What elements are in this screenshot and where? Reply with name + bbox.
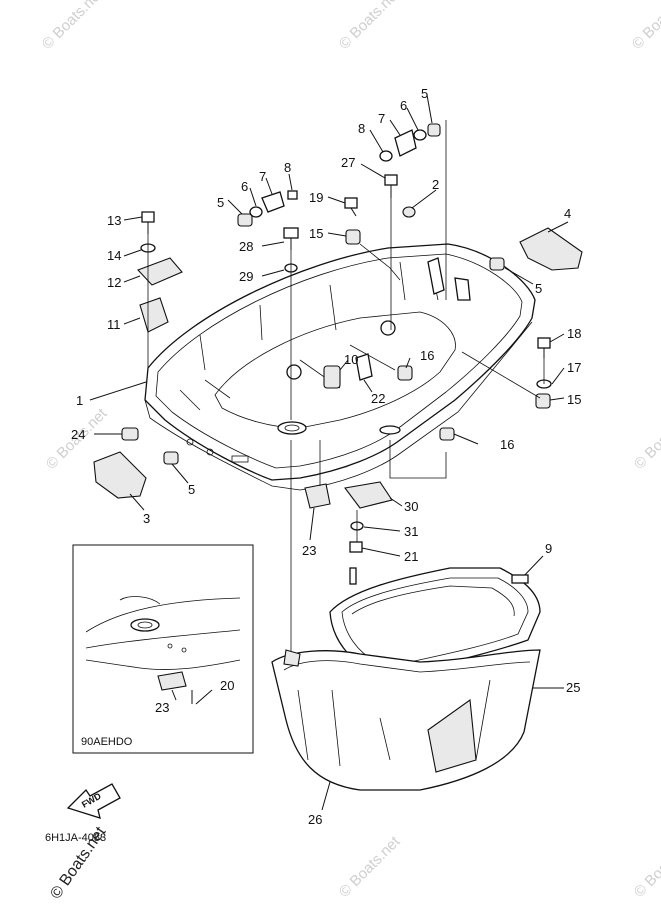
watermark: © Boats.net xyxy=(629,0,661,53)
callout-4: 4 xyxy=(564,206,571,221)
callout-19: 19 xyxy=(309,190,323,205)
watermark: © Boats.net xyxy=(336,0,404,53)
bottom-cowling xyxy=(144,243,536,491)
callout-15: 15 xyxy=(309,226,323,241)
callout-7: 7 xyxy=(259,169,266,184)
hardware-parts xyxy=(93,123,583,553)
callout-1: 1 xyxy=(76,393,83,408)
callout-5: 5 xyxy=(535,281,542,296)
callout-26: 26 xyxy=(308,812,322,827)
callout-8: 8 xyxy=(358,121,365,136)
callout-17: 17 xyxy=(567,360,581,375)
callout-16: 16 xyxy=(420,348,434,363)
callout-23: 23 xyxy=(155,700,169,715)
callout-11: 11 xyxy=(107,317,121,332)
watermark: © Boats.net xyxy=(631,833,661,901)
callouts: 1 2 3 4 5 5 5 5 6 6 7 7 8 8 9 10 11 12 1… xyxy=(71,86,581,827)
callout-14: 14 xyxy=(107,248,121,263)
callout-5: 5 xyxy=(188,482,195,497)
callout-5: 5 xyxy=(421,86,428,101)
callout-31: 31 xyxy=(404,524,418,539)
inner-frame xyxy=(329,567,541,673)
watermark: © Boats.net xyxy=(39,0,107,53)
callout-16: 16 xyxy=(500,437,514,452)
callout-12: 12 xyxy=(107,275,121,290)
callout-24: 24 xyxy=(71,427,85,442)
callout-10: 10 xyxy=(344,352,358,367)
inset-code: 90AEHDO xyxy=(81,736,133,748)
callout-13: 13 xyxy=(107,213,121,228)
callout-6: 6 xyxy=(400,98,407,113)
lower-cover xyxy=(271,649,541,791)
leader-lines xyxy=(89,94,569,811)
watermark: © Boats.net xyxy=(336,833,404,901)
callout-29: 29 xyxy=(239,269,253,284)
callout-6: 6 xyxy=(241,179,248,194)
callout-20: 20 xyxy=(220,678,234,693)
callout-7: 7 xyxy=(378,111,385,126)
inset-detail xyxy=(72,544,254,754)
callout-8: 8 xyxy=(284,160,291,175)
callout-27: 27 xyxy=(341,155,355,170)
callout-18: 18 xyxy=(567,326,581,341)
callout-22: 22 xyxy=(371,391,385,406)
callout-25: 25 xyxy=(566,680,580,695)
callout-9: 9 xyxy=(545,541,552,556)
diagram-code: 6H1JA-4083 xyxy=(45,832,106,844)
callout-3: 3 xyxy=(143,511,150,526)
callout-21: 21 xyxy=(404,549,418,564)
callout-23: 23 xyxy=(302,543,316,558)
watermark: © Boats.net xyxy=(631,405,661,473)
callout-28: 28 xyxy=(239,239,253,254)
fwd-arrow: FWD xyxy=(66,783,121,819)
callout-2: 2 xyxy=(432,177,439,192)
callout-30: 30 xyxy=(404,499,418,514)
callout-15: 15 xyxy=(567,392,581,407)
callout-5: 5 xyxy=(217,195,224,210)
